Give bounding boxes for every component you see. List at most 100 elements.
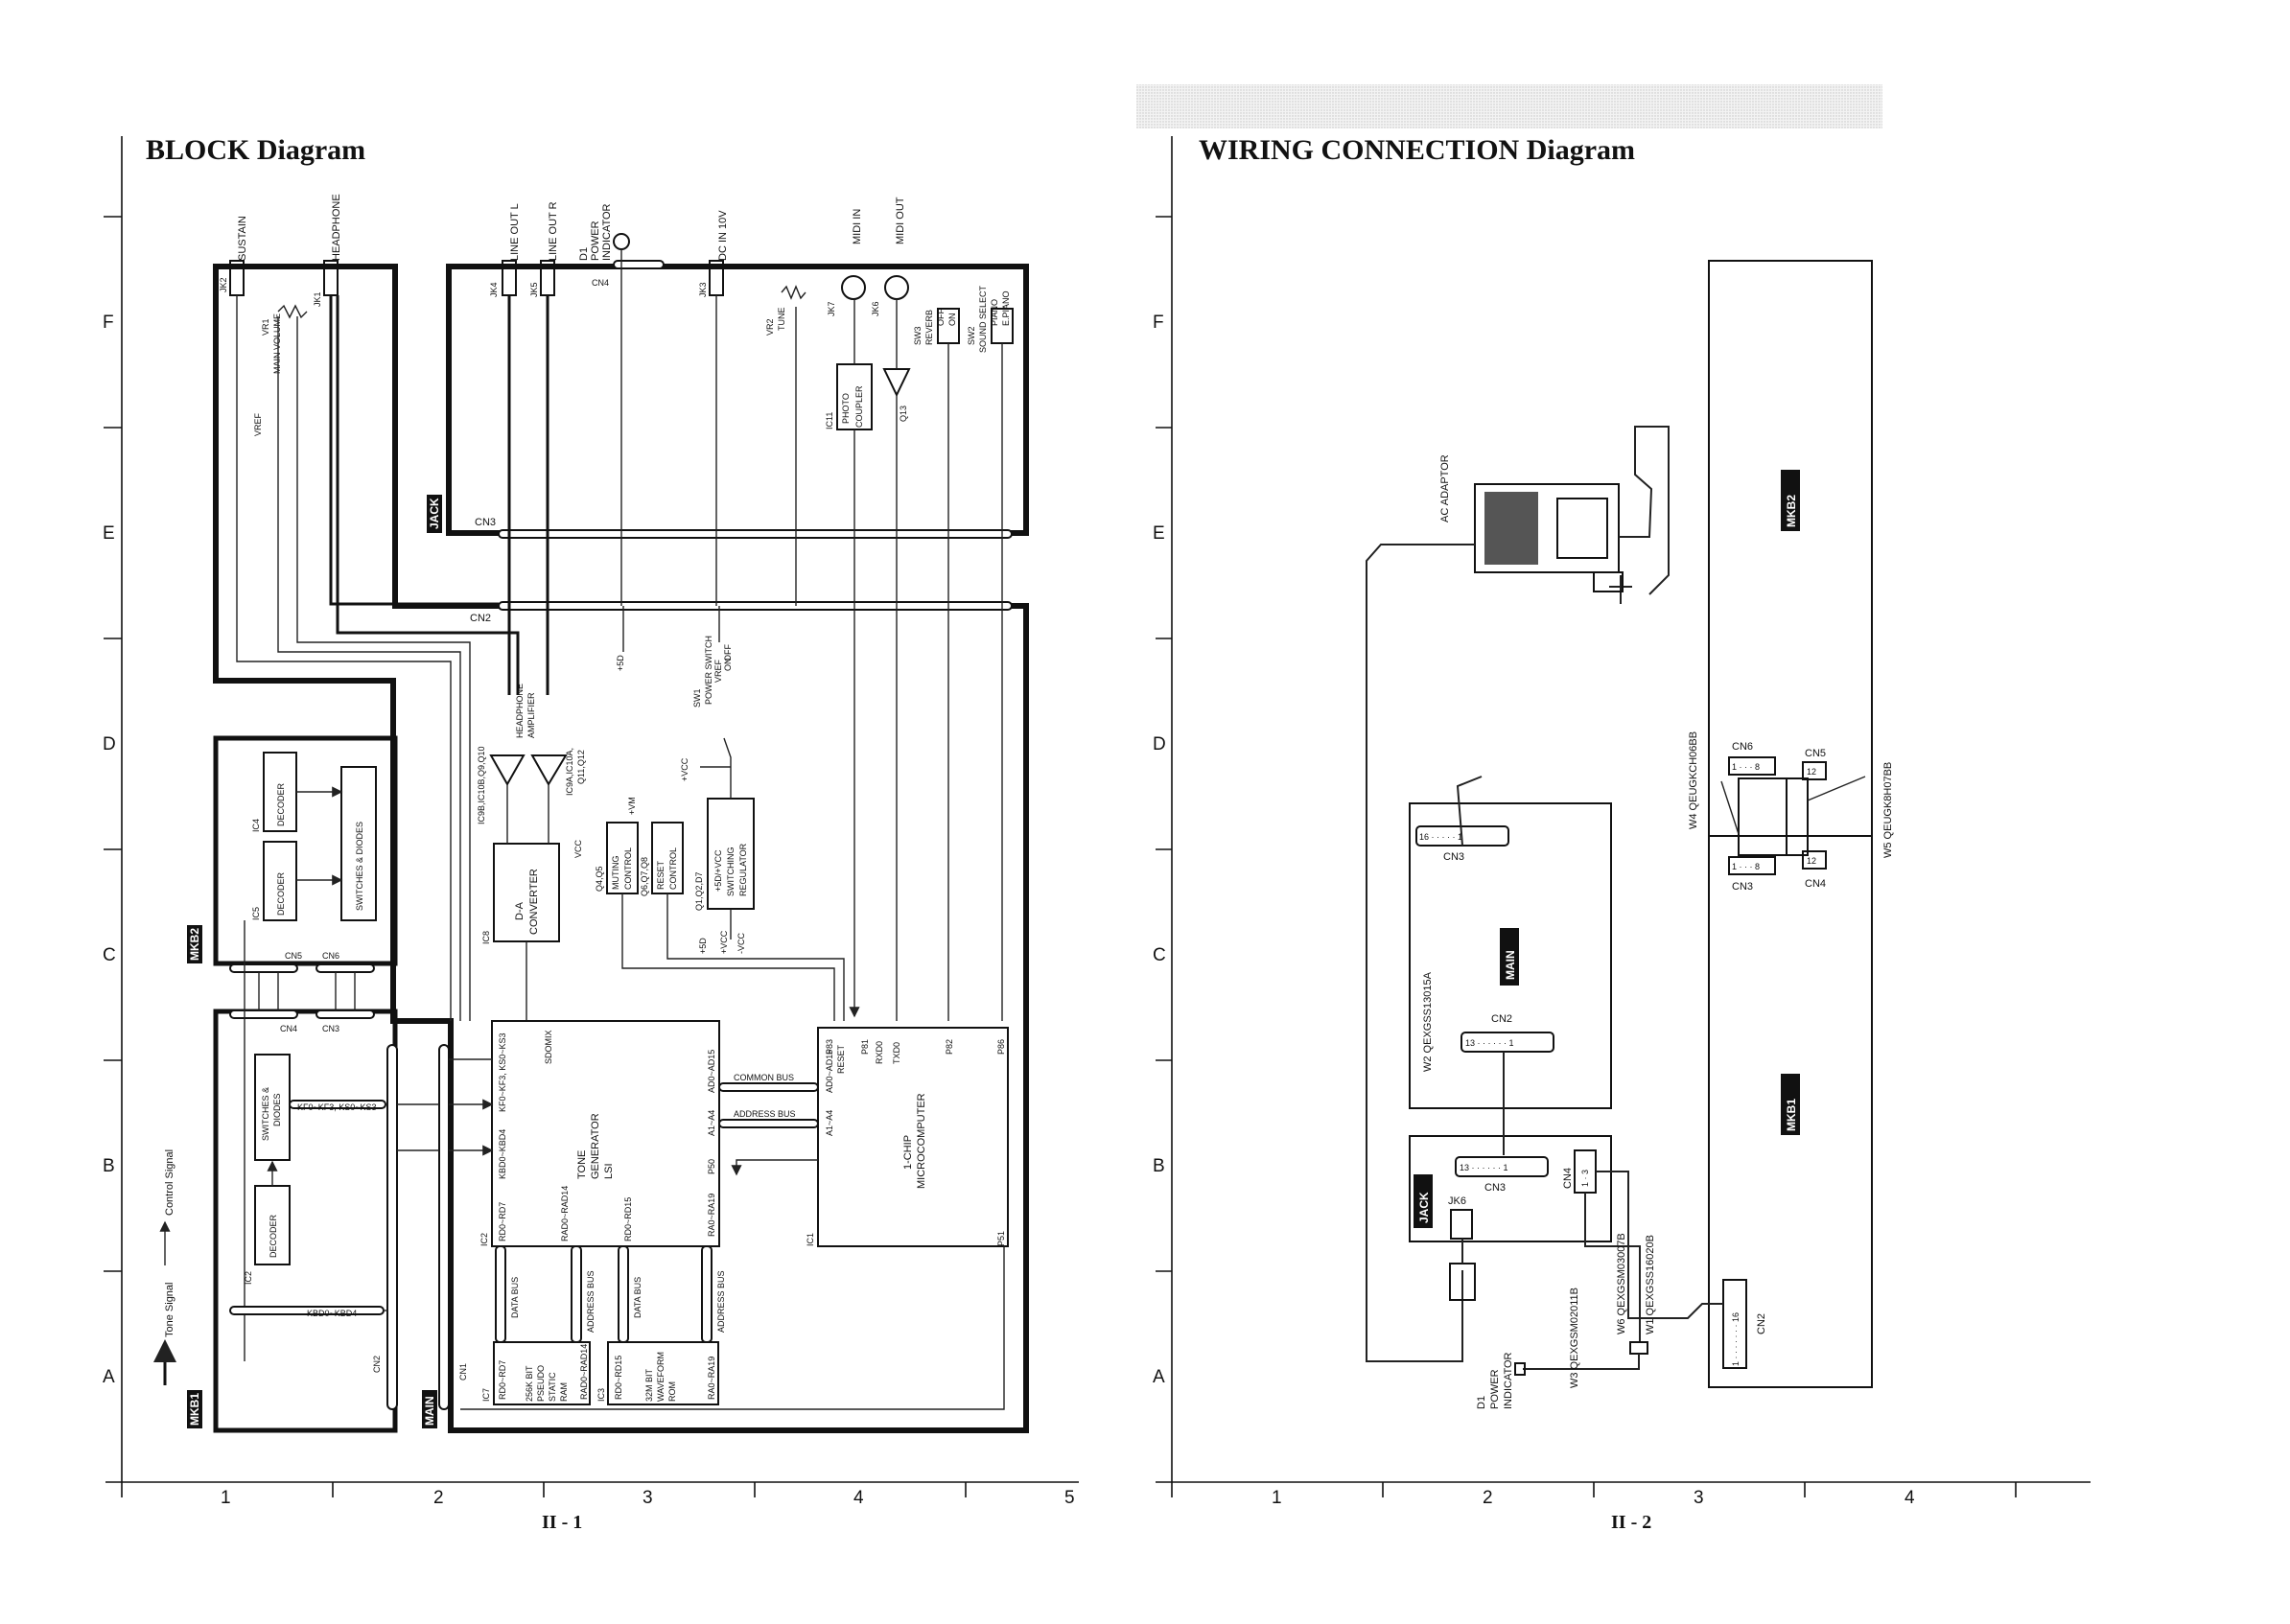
w4-pointer	[1720, 780, 1740, 835]
ic9a2-label: Q11,Q12	[576, 750, 586, 784]
w4-label: W4 QEUGKCH06BB	[1688, 731, 1699, 829]
q13-label: Q13	[899, 406, 908, 422]
memory-buses	[495, 1245, 713, 1343]
midi-out-label: MIDI OUT	[895, 197, 906, 244]
cn3-jack-header	[1455, 1156, 1549, 1177]
w-col-label-1: 1	[1272, 1488, 1282, 1508]
cn1-vertical-bus	[438, 1044, 450, 1410]
ac-plug-pins	[1609, 575, 1632, 604]
da-converter-block	[493, 843, 560, 942]
tone-generator-block	[491, 1020, 720, 1247]
tone-label-3: LSI	[603, 1163, 615, 1179]
p81-top-label: P81	[860, 1039, 870, 1055]
w1-cable	[1596, 1171, 1723, 1319]
jk7-midi-in-socket	[841, 275, 866, 300]
w6-cable	[1584, 1193, 1641, 1342]
cn6-pins: 1 · · · 8	[1732, 762, 1760, 772]
cn4-top-label: CN4	[592, 278, 609, 288]
decoder-1-label: DECODER	[276, 782, 286, 826]
w-row-label-c: C	[1153, 945, 1166, 965]
d1-wiring-label: D1	[1476, 1396, 1487, 1409]
w-col-label-4: 4	[1904, 1488, 1915, 1508]
main-wiring-tag-text: MAIN	[1504, 950, 1517, 980]
keyboard-signal-lines	[384, 1058, 494, 1311]
w-row-label-d: D	[1153, 734, 1166, 754]
sw3-label: SW3	[913, 326, 923, 345]
dc-in-label: DC IN 10V	[717, 210, 729, 261]
right-col-ticks	[1171, 1482, 2017, 1497]
row-label-a: A	[103, 1367, 115, 1387]
rad-pin-label: RAD0~RAD14	[560, 1186, 570, 1241]
cn3-bus-mkb1	[315, 1009, 375, 1019]
headphone-amp-label-1: HEADPHONE	[515, 684, 525, 738]
rom-label-1: 32M BIT	[644, 1368, 654, 1402]
rdo-pin-label: RD0~RD15	[623, 1197, 633, 1241]
w-row-label-f: F	[1153, 313, 1164, 333]
ram-rd-label: RD0~RD7	[498, 1360, 507, 1400]
ra-pin-label: RA0~RA19	[707, 1194, 716, 1237]
coupler-label: COUPLER	[854, 385, 864, 428]
jack-wiring-tag	[1414, 1174, 1433, 1228]
mkb1-wiring-board	[1708, 835, 1873, 1388]
mkb2-board-tag-text: MKB2	[188, 928, 201, 961]
sw3-off-label: OFF	[936, 309, 946, 326]
cn2-mkb1-label: CN2	[372, 1356, 382, 1373]
cn6-label: CN6	[322, 951, 339, 961]
cn2-main-label: CN2	[1491, 1013, 1512, 1025]
cn4-mkb-pins: 12	[1807, 856, 1816, 866]
col-label-2: 2	[433, 1488, 444, 1508]
rom-label-3: ROM	[667, 1381, 677, 1402]
ram-label-4: RAM	[559, 1382, 569, 1402]
jack-wiring-tag-text: JACK	[1417, 1192, 1431, 1223]
cn4-mkb1-label: CN4	[280, 1024, 297, 1033]
row-label-c: C	[103, 945, 116, 965]
wiring-diagram: WIRING CONNECTION Diagram F E D C B A 1 …	[1136, 84, 2091, 1533]
plus5d-marker-2: +5D	[698, 938, 708, 954]
cn5-wiring-label: CN5	[1805, 748, 1826, 759]
wiring-diagram-title: WIRING CONNECTION Diagram	[1199, 134, 1635, 166]
jack-board	[446, 264, 1029, 536]
da-label-1: D-A	[514, 901, 526, 920]
w1-label: W1 QEXGSS16020B	[1645, 1235, 1656, 1334]
cn1-label: CN1	[458, 1363, 468, 1380]
jk6-label: JK6	[871, 301, 880, 316]
cn4-bus	[613, 260, 665, 269]
kf-bus	[289, 1100, 386, 1109]
cn5-header	[1802, 761, 1827, 780]
rom-rdo-label: RD0~RD15	[614, 1356, 623, 1400]
plus5d-marker: +5D	[616, 655, 625, 671]
ac-adaptor-body	[1474, 483, 1620, 573]
ic5-label: IC5	[251, 907, 261, 920]
reverb-label: REVERB	[924, 310, 934, 345]
mkb1-board	[213, 1009, 398, 1433]
jk6-wiring-label: JK6	[1448, 1195, 1466, 1207]
muting-control-label: CONTROL	[623, 847, 633, 890]
vm-marker: +VM	[627, 797, 637, 815]
cn2-mkb-label: CN2	[1756, 1313, 1767, 1334]
cpu-a1-label: A1~A4	[825, 1110, 834, 1136]
cn3-jack-pins: 13 · · · · · · 1	[1460, 1163, 1508, 1172]
cn4-jack-label: CN4	[1562, 1168, 1574, 1189]
col-ticks	[121, 1482, 967, 1497]
kbd-bus-label: KBD0~KBD4	[307, 1309, 357, 1318]
address-bus-cpu	[718, 1119, 819, 1128]
mkb2-board-tag	[187, 925, 202, 963]
block-diagram-title: BLOCK Diagram	[146, 134, 365, 166]
sw2-label: SW2	[967, 326, 976, 345]
tone-ad-label: AD0~AD15	[707, 1050, 716, 1093]
vr1-label: VR1	[261, 318, 270, 336]
jk6-midi-out-socket	[884, 275, 909, 300]
cn3-main-pins: 16 · · · · · 1	[1419, 832, 1462, 842]
control-signal-label: Control Signal	[164, 1149, 175, 1216]
tune-label: TUNE	[777, 308, 786, 332]
jk1-label: JK1	[313, 291, 322, 307]
jk2-label: JK2	[219, 277, 228, 292]
cn5-label: CN5	[285, 951, 302, 961]
col-label-1: 1	[221, 1488, 231, 1508]
rd-pin-label: RD0~RD7	[498, 1202, 507, 1241]
jk3-label: JK3	[698, 282, 708, 297]
row-label-e: E	[103, 523, 115, 544]
vr1-resistor	[277, 304, 308, 319]
ic2-mkb1-label: IC2	[244, 1271, 253, 1285]
